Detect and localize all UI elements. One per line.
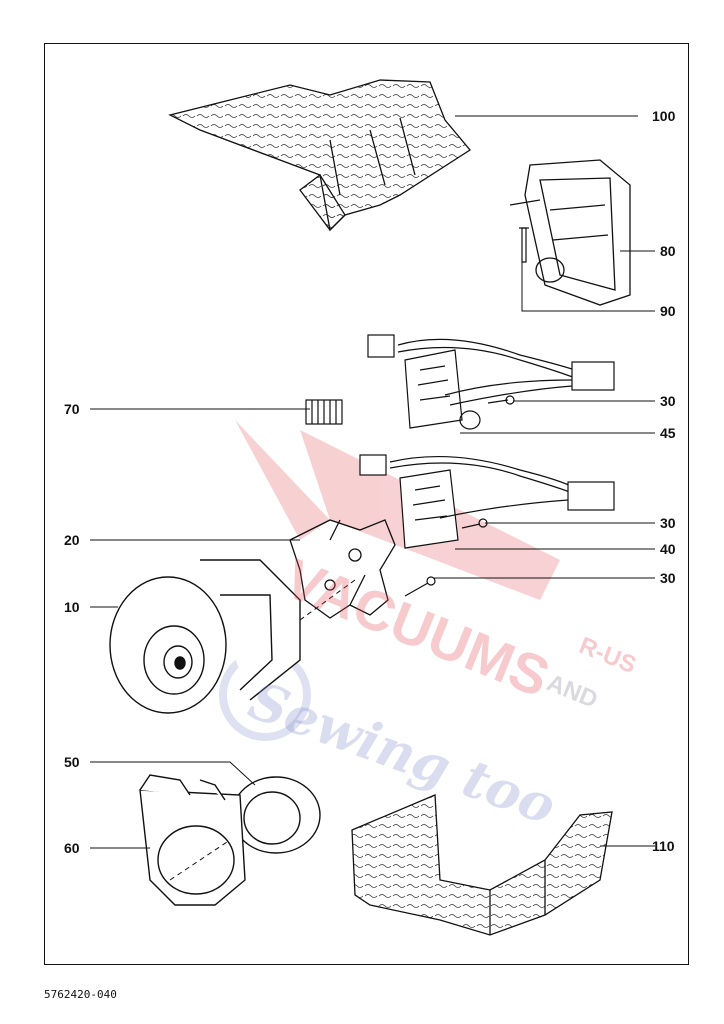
callout-70: 70 <box>64 401 80 417</box>
part-90-screw <box>519 227 529 263</box>
part-60-collar <box>139 774 246 906</box>
callout-80: 80 <box>660 243 676 259</box>
callout-30-upper: 30 <box>660 393 676 409</box>
callout-90: 90 <box>660 303 676 319</box>
callout-30-middle: 30 <box>660 515 676 531</box>
callout-20: 20 <box>64 532 80 548</box>
part-30-screw-upper <box>487 395 515 405</box>
callout-30-lower: 30 <box>660 570 676 586</box>
callout-50: 50 <box>64 754 80 770</box>
part-40-circuit-board <box>359 454 615 549</box>
part-80-bracket <box>509 159 631 306</box>
part-10-motor <box>109 559 301 714</box>
callout-40: 40 <box>660 541 676 557</box>
callout-100: 100 <box>652 108 676 124</box>
leader-lines <box>90 115 655 881</box>
callout-60: 60 <box>64 840 80 856</box>
callout-45: 45 <box>660 425 676 441</box>
callout-110: 110 <box>652 838 675 854</box>
part-70-connector <box>305 399 343 425</box>
part-50-ring <box>231 776 321 854</box>
part-100-cover <box>168 79 471 232</box>
diagram-border <box>44 43 689 965</box>
reference-code: 5762420-040 <box>44 988 117 1001</box>
part-45-circuit-board <box>367 334 615 430</box>
callout-10: 10 <box>64 599 80 615</box>
part-20-mount-bracket <box>289 519 396 619</box>
